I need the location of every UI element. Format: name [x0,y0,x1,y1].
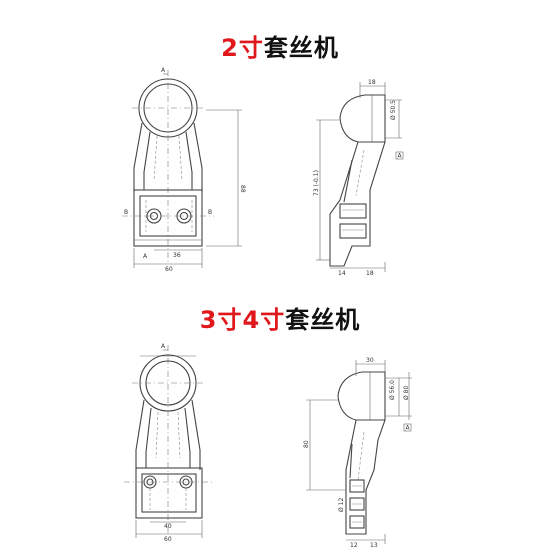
title-3-4-inch-threading-machine: 3寸4寸套丝机 [0,300,560,335]
title-text: 套丝机 [263,34,339,62]
dim-diameter: Ø 50.5 [390,100,397,120]
dim-diameter-80: Ø 80 [403,386,410,400]
ref-a: A [406,425,411,432]
title-size: 3寸4寸 [199,306,286,334]
dim-diameter: Ø 56.0 [389,380,396,400]
dim-width-60: 60 [164,536,172,543]
drawing-2-side-view: 30 Ø 56.0 Ø 80 A 80 Ø 12 12 13 [303,357,412,549]
dim-small-diameter: Ø 12 [338,498,345,512]
section-label-b-left: B [124,209,128,216]
drawing-2-front-view: A 40 60 [124,343,212,543]
dim-width-60: 60 [165,266,173,273]
section-label-a-bottom: A [143,253,148,260]
dim-side-bottom-13: 13 [370,542,378,549]
section-label-b-right: B [208,209,212,216]
dim-height-88: 88 [239,185,246,193]
dim-top-18: 18 [368,79,376,86]
dim-top-30: 30 [366,357,374,364]
title-text: 套丝机 [285,306,361,334]
section-label-a-top: A [161,67,166,74]
title-size: 2寸 [221,34,264,62]
dim-side-bottom-14: 14 [338,270,346,277]
drawing-1-side-view: 18 Ø 50.5 A 73 (-0.1) 14 18 [313,79,404,277]
dim-vertical: 73 (-0.1) [313,170,320,196]
dim-bottom-36: 36 [173,252,181,259]
section-label-a-top: A [161,343,166,350]
title-2-inch-threading-machine: 2寸套丝机 [0,28,560,63]
drawing-1-front-view: A B B A 36 60 [122,67,246,273]
dim-side-bottom-18: 18 [366,270,374,277]
dim-bottom-40: 40 [164,523,172,530]
dim-height-80: 80 [303,440,310,448]
ref-a: A [398,153,403,160]
dim-side-bottom-12: 12 [350,542,358,549]
